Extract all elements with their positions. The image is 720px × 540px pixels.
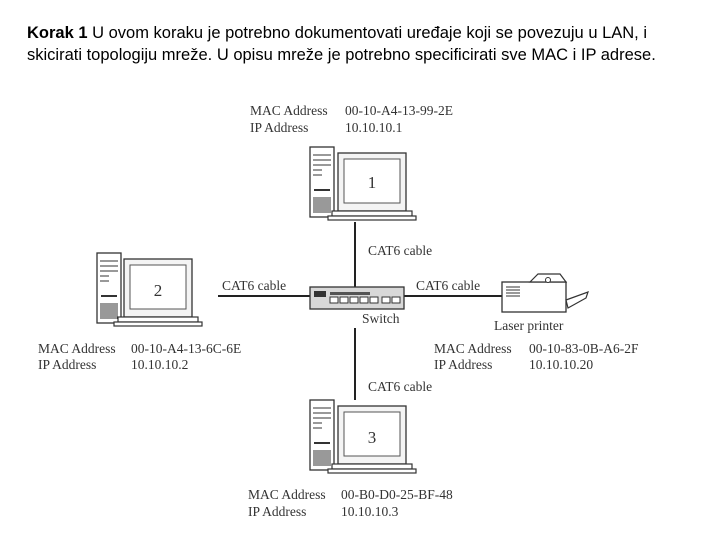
computer-tower-icon [309,146,335,218]
printer-mac-value: 00-10-83-0B-A6-2F [529,341,639,356]
step-heading: Korak 1 [27,24,88,42]
step-description: U ovom koraku je potrebno dokumentovati … [27,24,656,64]
printer-icon [501,273,589,313]
computer-2-mac-value: 00-10-A4-13-6C-6E [131,341,241,356]
computer-2-ip-value: 10.10.10.2 [131,357,188,372]
computer-1: 1 [309,146,417,221]
cable-lines [218,222,502,400]
intro-paragraph: Korak 1 U ovom koraku je potrebno dokume… [27,22,695,66]
computer-1-mac-value: 00-10-A4-13-99-2E [345,103,453,118]
computer-3-ip-value: 10.10.10.3 [341,504,399,519]
printer-mac-label: MAC Address [434,341,512,356]
computer-2-number: 2 [154,281,163,300]
cable-label-printer: CAT6 cable [416,278,480,293]
computer-2: 2 [96,252,203,327]
computer-2-mac-label: MAC Address [38,341,116,356]
computer-3-number: 3 [368,428,377,447]
computer-tower-icon [96,252,122,324]
printer-ip-value: 10.10.10.20 [529,357,593,372]
computer-1-ip-value: 10.10.10.1 [345,120,402,135]
computer-1-number: 1 [368,173,377,192]
computer-1-ip-label: IP Address [250,120,308,135]
switch-label: Switch [362,311,400,326]
printer-label: Laser printer [494,318,564,333]
cable-label-pc3: CAT6 cable [368,379,432,394]
computer-2-ip-label: IP Address [38,357,96,372]
computer-3-mac-value: 00-B0-D0-25-BF-48 [341,487,453,502]
computer-3-ip-label: IP Address [248,504,306,519]
computer-3-mac-label: MAC Address [248,487,326,502]
switch-icon [309,286,405,310]
computer-3: 3 [309,399,417,474]
cable-label-pc1: CAT6 cable [368,243,432,258]
printer-ip-label: IP Address [434,357,492,372]
computer-tower-icon [309,399,335,471]
computer-1-mac-label: MAC Address [250,103,328,118]
cable-label-pc2: CAT6 cable [222,278,286,293]
